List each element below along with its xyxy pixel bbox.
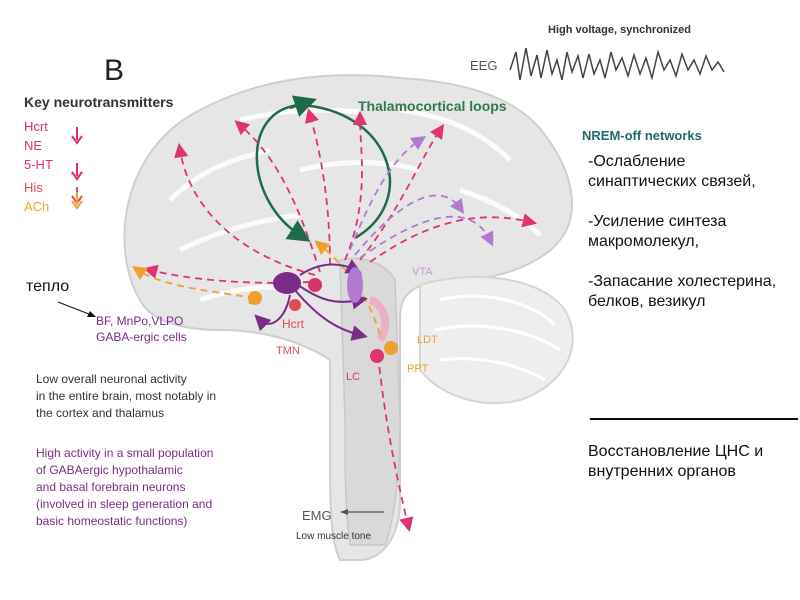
nt-5ht: 5-HT: [24, 157, 53, 172]
high-line: of GABAergic hypothalamic: [36, 463, 183, 477]
gaba-line: GABA-ergic cells: [96, 330, 187, 344]
gaba-cells-label: BF, MnPo,VLPO GABA-ergic cells: [96, 313, 187, 345]
region-tmn: TMN: [276, 345, 300, 357]
high-line: (involved in sleep generation and: [36, 497, 213, 511]
nrem-label: NREM-off networks: [582, 128, 702, 143]
region-lc: LC: [346, 371, 361, 383]
hcrt-nucleus: [308, 278, 322, 292]
projection-arrow: [349, 136, 426, 251]
projection-arrow: [143, 264, 311, 284]
high-line: and basal forebrain neurons: [36, 480, 186, 494]
inhibition-arrow: [299, 259, 363, 276]
gaba-nucleus: [273, 272, 301, 294]
region-hcrt: Hcrt: [282, 317, 304, 331]
projection-arrow: [132, 265, 256, 299]
projection-arrow: [234, 120, 321, 273]
effect-item: -Запасание холестерина, белков, везикул: [588, 273, 777, 310]
sleep-effects-list: -Ослабление синаптических связей, -Усиле…: [588, 152, 793, 312]
projection-arrow: [344, 110, 368, 261]
heat-label: тепло: [26, 278, 70, 295]
region-bf: BF: [248, 295, 263, 307]
nt-his: His: [24, 180, 43, 195]
region-ppt: PPT: [407, 363, 429, 375]
emg-caption: Low muscle tone: [296, 531, 372, 542]
bf-nucleus: [248, 291, 262, 305]
projection-arrow: [174, 142, 316, 276]
projection-arrow: [305, 108, 331, 266]
nt-hcrt: Hcrt: [24, 119, 48, 134]
projection-arrow: [354, 194, 465, 256]
eeg-trace: [509, 47, 725, 81]
projection-arrow: [369, 213, 538, 263]
heat-arrow: [57, 301, 95, 317]
projection-arrow: [359, 124, 444, 261]
inhibition-arrow: [294, 289, 368, 341]
gaba-line: BF, MnPo,VLPO: [96, 314, 184, 328]
nt-ach: ACh: [24, 199, 50, 214]
projection-arrow: [377, 354, 414, 533]
low-line: in the entire brain, most notably in: [36, 389, 217, 403]
high-activity-text: High activity in a small population of G…: [36, 445, 213, 530]
5ht-arrow-icon: [71, 165, 83, 181]
low-line: Low overall neuronal activity: [36, 372, 187, 386]
low-activity-text: Low overall neuronal activity in the ent…: [36, 371, 216, 422]
conclusion-text: Восстановление ЦНС и внутренних органов: [588, 443, 764, 480]
lc-nucleus: [370, 349, 384, 363]
thalamocortical-label: Thalamocortical loops: [358, 98, 507, 114]
cerebellum-shape: [419, 276, 574, 405]
low-line: the cortex and thalamus: [36, 406, 165, 420]
nt-ne: NE: [24, 138, 43, 153]
effect-item: -Ослабление синаптических связей,: [588, 153, 756, 190]
separator-line: [590, 418, 798, 420]
region-vta: VTA: [412, 266, 433, 278]
ldt-nucleus: [384, 341, 398, 355]
high-line: High activity in a small population: [36, 446, 214, 460]
effect-item: -Усиление синтеза макромолекул,: [588, 213, 727, 250]
ach-arrow-icon: [71, 192, 83, 210]
emg-label: EMG: [302, 508, 332, 523]
raphe-shape: [368, 296, 390, 343]
eeg-title: High voltage, synchronized: [548, 24, 692, 36]
tmn-nucleus: [289, 299, 301, 311]
eeg-label: EEG: [470, 58, 498, 73]
figure-label: B: [104, 54, 125, 87]
high-line: basic homeostatic functions): [36, 514, 188, 528]
key-neurotransmitters-title: Key neurotransmitters: [24, 94, 174, 110]
projection-arrow: [359, 215, 494, 259]
region-ldt: LDT: [417, 334, 438, 346]
vta-nucleus: [347, 267, 363, 303]
inhibition-arrow: [254, 294, 291, 332]
